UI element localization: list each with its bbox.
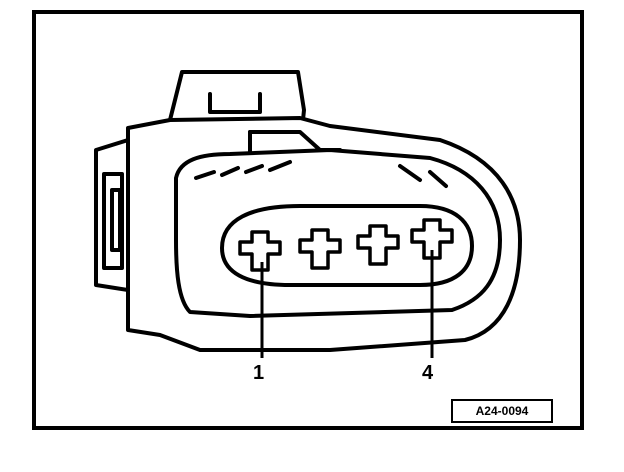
reference-code: A24-0094 <box>475 404 529 418</box>
contact-pin-1 <box>238 230 282 272</box>
contact-pin-3 <box>356 224 400 266</box>
callout-label-4: 4 <box>422 362 434 384</box>
reference-code-box: A24-0094 <box>451 399 553 423</box>
contact-pin-4 <box>410 218 454 260</box>
contact-pin-2 <box>298 228 342 270</box>
callout-label-1: 1 <box>253 362 265 384</box>
locking-tab-window <box>208 92 262 114</box>
